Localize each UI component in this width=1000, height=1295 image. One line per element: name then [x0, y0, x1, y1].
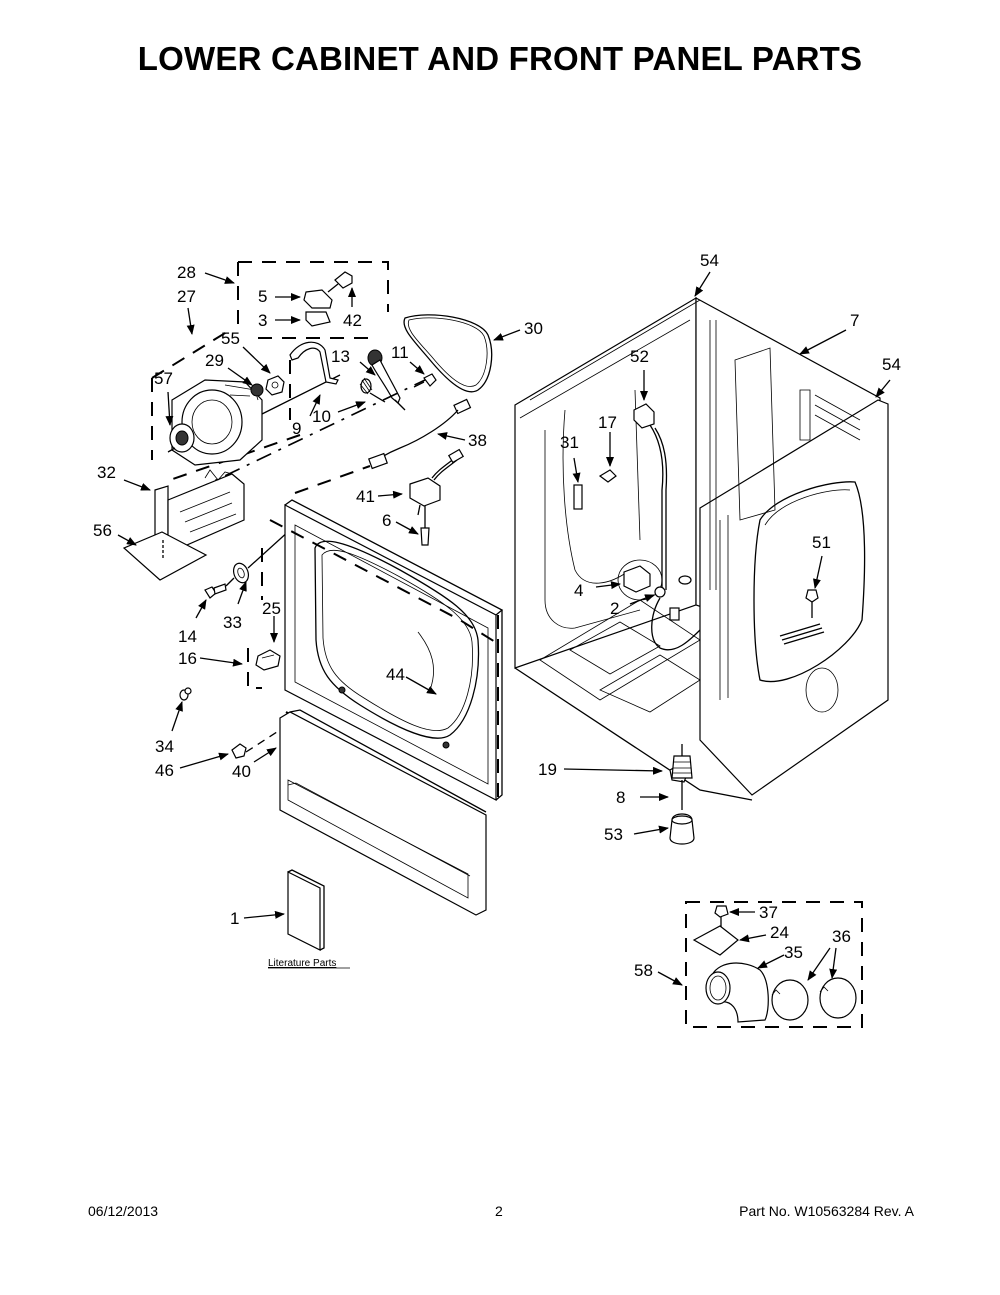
callout-8: 8 [616, 788, 625, 807]
callout-25: 25 [262, 599, 281, 618]
screw-6 [420, 506, 430, 546]
callout-10: 10 [312, 407, 331, 426]
pad-56 [122, 531, 208, 581]
switch-base-3 [305, 311, 331, 327]
callout-54-top: 54 [700, 251, 719, 270]
idler-pulley-13 [367, 349, 406, 411]
label-31 [573, 484, 583, 510]
callout-32: 32 [97, 463, 116, 482]
leveling-leg-8 [671, 755, 693, 779]
cover-plate-24 [692, 925, 739, 956]
callout-17: 17 [598, 413, 617, 432]
callout-13: 13 [331, 347, 350, 366]
callout-56: 56 [93, 521, 112, 540]
clamp-36a [771, 979, 809, 1021]
callout-53: 53 [604, 825, 623, 844]
vent-kit-bracket-58 [685, 901, 863, 1028]
callout-19: 19 [538, 760, 557, 779]
plug-34 [179, 687, 192, 701]
connector-52 [633, 403, 668, 590]
washer-33 [232, 562, 250, 584]
callout-7: 7 [850, 311, 859, 330]
callout-4: 4 [574, 581, 583, 600]
callout-46: 46 [155, 761, 174, 780]
literature-parts-label: Literature Parts [268, 958, 336, 969]
idler-spring-10 [359, 377, 386, 403]
callout-24: 24 [770, 923, 789, 942]
motor-clamp-9 [289, 341, 339, 385]
footer-date: 06/12/2013 [88, 1203, 159, 1219]
page-title: LOWER CABINET AND FRONT PANEL PARTS [137, 40, 863, 77]
front-panel [284, 499, 504, 801]
callout-1: 1 [230, 909, 239, 928]
callout-58: 58 [634, 961, 653, 980]
bolt-11 [413, 373, 437, 388]
elbow-35 [705, 962, 769, 1023]
callout-34: 34 [155, 737, 174, 756]
clamp-17 [598, 469, 617, 483]
callout-27: 27 [177, 287, 196, 306]
callout-16: 16 [178, 649, 197, 668]
clip-25 [255, 649, 281, 671]
callout-57: 57 [154, 369, 173, 388]
footer-part-number: Part No. W10563284 Rev. A [739, 1203, 914, 1219]
callout-5: 5 [258, 287, 267, 306]
callout-31: 31 [560, 433, 579, 452]
clip-46 [231, 729, 281, 759]
callout-2: 2 [610, 599, 619, 618]
bolt-14 [204, 583, 227, 599]
callout-55: 55 [221, 329, 240, 348]
washer-29 [250, 383, 264, 397]
switch-5 [303, 289, 333, 309]
callout-35: 35 [784, 943, 803, 962]
clamp-36b [819, 977, 857, 1019]
door-switch-41 [409, 448, 465, 516]
nut-55 [265, 375, 285, 396]
callout-36: 36 [832, 927, 851, 946]
callout-44: 44 [386, 665, 405, 684]
toe-panel-40 [279, 709, 487, 916]
literature-parts-1 [287, 871, 321, 951]
drive-motor [167, 374, 341, 466]
foot-53 [669, 813, 695, 845]
cabinet-7 [514, 296, 889, 801]
callout-11: 11 [391, 343, 409, 362]
screw-2 [651, 586, 701, 651]
callout-42: 42 [343, 311, 362, 330]
callout-28: 28 [177, 263, 196, 282]
callout-54-right: 54 [882, 355, 901, 374]
callout-3: 3 [258, 311, 267, 330]
callout-40: 40 [232, 762, 251, 781]
kit-bracket-28 [238, 261, 389, 312]
wire-harness-38 [368, 398, 472, 470]
callout-52: 52 [630, 347, 649, 366]
callout-30: 30 [524, 319, 543, 338]
footer-page-number: 2 [495, 1203, 503, 1219]
screw-42 [327, 271, 353, 293]
callout-41: 41 [356, 487, 375, 506]
screw-51 [779, 589, 825, 645]
callout-9: 9 [292, 419, 301, 438]
callout-29: 29 [205, 351, 224, 370]
callout-51: 51 [812, 533, 831, 552]
callout-6: 6 [382, 511, 391, 530]
callout-37: 37 [759, 903, 778, 922]
drive-belt-30 [403, 314, 493, 393]
motor-assembly-group [151, 261, 437, 507]
callout-38: 38 [468, 431, 487, 450]
grommet [678, 575, 692, 585]
callout-14: 14 [178, 627, 197, 646]
callout-33: 33 [223, 613, 242, 632]
